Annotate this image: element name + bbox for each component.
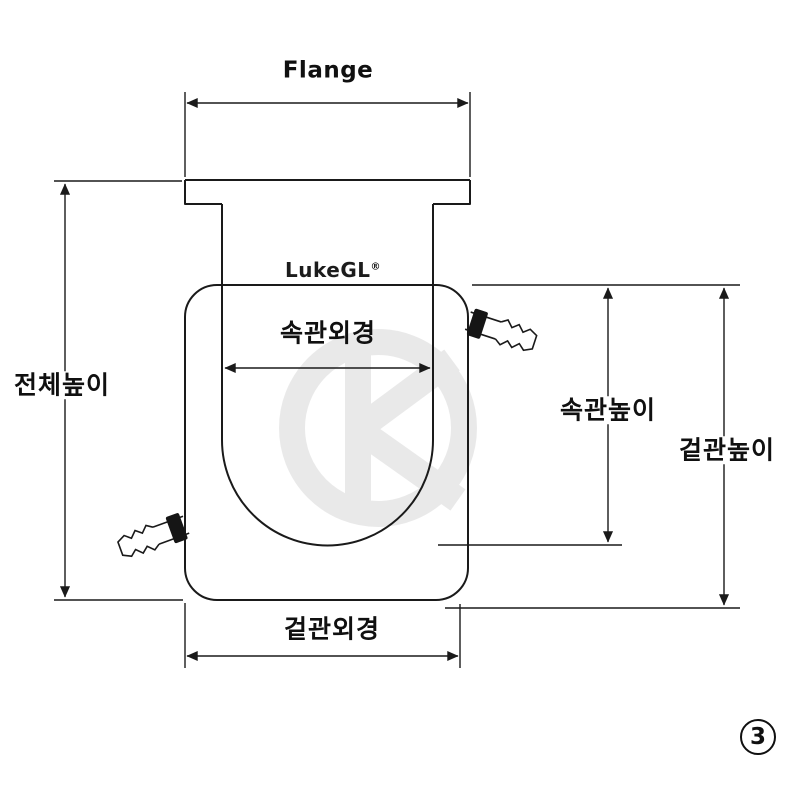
inner-od-label: 속관외경 [279,318,377,348]
flange-outline [184,179,471,205]
outer-height-label: 겉관높이 [674,436,780,464]
watermark-logo [279,329,477,527]
registered-mark: ® [370,261,381,273]
total-height-label: 전체높이 [9,371,115,399]
brand-name: LukeGL [285,258,371,282]
dim-flange-width [184,92,471,177]
outer-od-label: 겉관외경 [283,614,381,644]
figure-number: 3 [749,724,766,750]
brand-logo: LukeGL® [285,258,381,282]
dim-outer-od [184,603,461,668]
jacket-outline [184,284,469,601]
hose-connector-lower [114,510,192,563]
hose-connector-upper [462,306,540,357]
inner-height-label: 속관높이 [555,396,661,424]
inner-vessel-outline [221,204,434,547]
figure-number-badge: 3 [740,719,776,755]
flange-width-label: Flange [282,57,374,84]
